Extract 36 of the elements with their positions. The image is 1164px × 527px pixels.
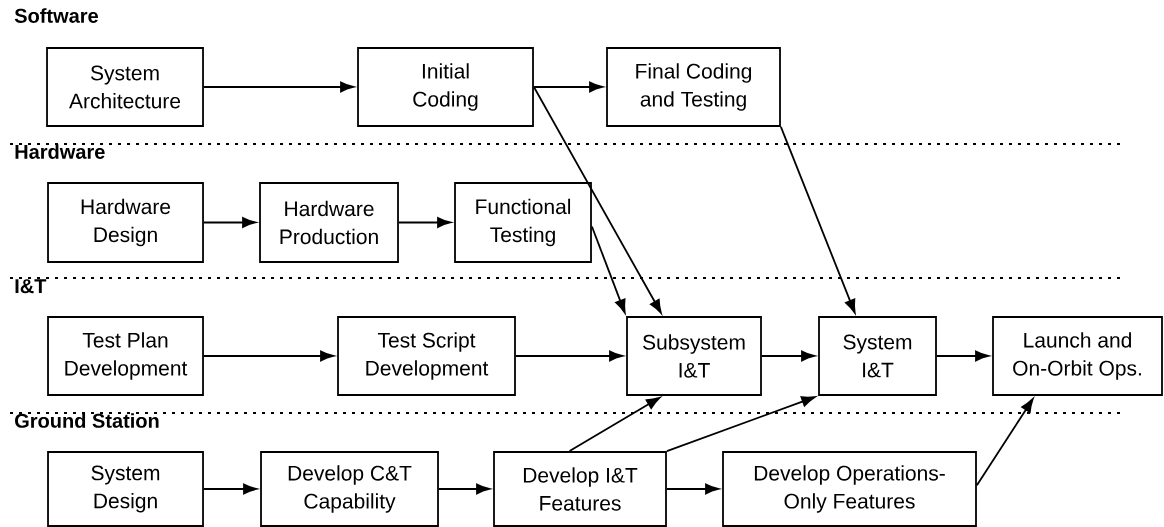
process-box: Launch and On-Orbit Ops. (992, 316, 1163, 396)
process-box: Test Plan Development (47, 316, 204, 396)
lane-heading: Software (14, 8, 98, 23)
process-box: Hardware Design (47, 182, 204, 263)
process-box: Develop C&T Capability (260, 451, 439, 527)
lane-heading: Hardware (15, 144, 105, 159)
process-box: Functional Testing (454, 182, 592, 263)
arrow (666, 396, 816, 452)
process-box: Hardware Production (259, 182, 399, 263)
arrow (515, 350, 624, 362)
arrow (666, 483, 720, 495)
arrow (533, 81, 604, 93)
process-box: Test Script Development (337, 316, 516, 396)
process-box: Final Coding and Testing (606, 47, 781, 127)
process-box: Develop Operations-Only Features (722, 451, 977, 527)
arrow (438, 483, 491, 495)
arrow (398, 217, 452, 228)
lane-heading: I&T (15, 279, 47, 294)
process-box: System Architecture (46, 47, 204, 127)
process-box: Initial Coding (357, 47, 534, 127)
arrow (936, 350, 990, 362)
process-box: System Design (47, 451, 204, 527)
arrow (780, 126, 856, 314)
arrow (761, 350, 816, 362)
process-box: System I&T (818, 316, 937, 396)
arrow (533, 86, 662, 314)
arrow (203, 81, 355, 93)
arrow (568, 397, 661, 452)
arrow (203, 483, 258, 495)
lane-heading: Ground Station (15, 413, 159, 428)
arrow (591, 225, 626, 314)
process-box: Subsystem I&T (626, 316, 762, 396)
process-box: Develop I&T Features (493, 451, 667, 527)
arrow (203, 217, 257, 228)
arrow (203, 350, 335, 362)
arrow (976, 398, 1034, 487)
